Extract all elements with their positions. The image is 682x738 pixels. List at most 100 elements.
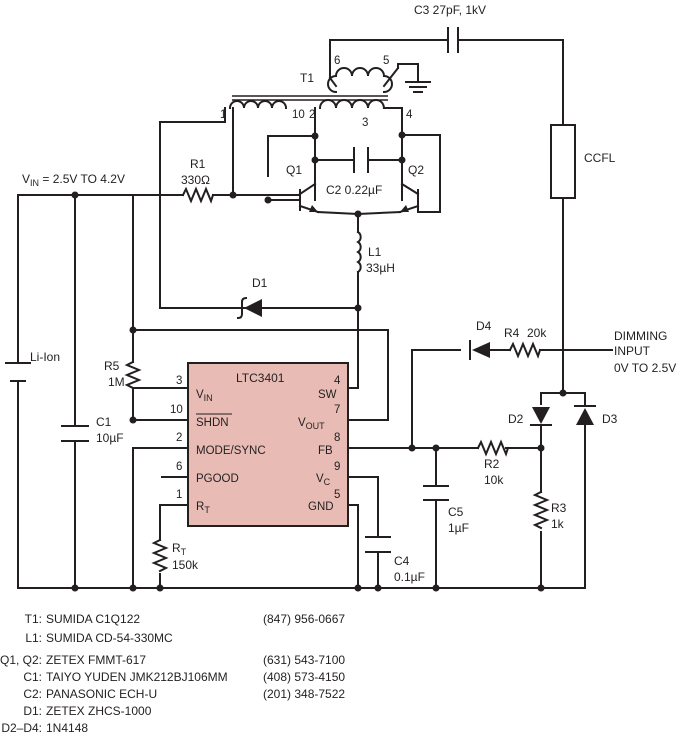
pin-pgood-num: 6 <box>176 461 182 473</box>
part-ref: L1: <box>25 631 42 645</box>
t1-pin-5: 5 <box>383 55 389 67</box>
l1-value: 33µH <box>366 261 395 275</box>
pin-mode-name: MODE/SYNC <box>196 445 266 457</box>
part-ref: Q1, Q2: <box>0 653 43 667</box>
diode-d1-symbol <box>236 296 262 320</box>
c2-label: C2 0.22µF <box>326 183 382 197</box>
pin-fb-name: FB <box>318 445 333 457</box>
pin-vout-name: VOUT <box>298 417 325 431</box>
capacitor-c5-symbol <box>423 485 449 501</box>
part-desc: TAIYO YUDEN JMK212BJ106MM <box>46 670 228 684</box>
r1-value: 330Ω <box>181 173 210 187</box>
pin-shdn-num: 10 <box>170 404 183 416</box>
ic-ltc3401-body <box>187 362 349 527</box>
part-desc: ZETEX FMMT-617 <box>46 653 147 667</box>
wires <box>17 39 613 589</box>
parts-row: D2–D4: 1N4148 <box>0 721 682 738</box>
pin-sw-num: 4 <box>334 375 341 387</box>
battery-symbol <box>5 362 31 382</box>
part-phone: (631) 543-7100 <box>263 653 346 667</box>
t1-pin-6: 6 <box>334 55 340 67</box>
pin-rt-name: RT <box>196 501 210 515</box>
d4-ref: D4 <box>476 319 492 333</box>
pin-vc-name: VC <box>316 473 331 487</box>
dimming-line-3: 0V TO 2.5V <box>614 361 676 375</box>
capacitor-c2-symbol <box>347 147 371 173</box>
parts-row: L1: SUMIDA CD-54-330MC <box>0 631 682 648</box>
parts-row: D1: ZETEX ZHCS-1000 <box>0 704 682 721</box>
r2-ref: R2 <box>484 457 500 471</box>
r5-value: 1M <box>108 375 125 389</box>
c1-value: 10µF <box>96 431 124 445</box>
r3-ref: R3 <box>551 501 567 515</box>
c1-ref: C1 <box>96 415 112 429</box>
t1-ref: T1 <box>300 71 314 85</box>
capacitor-c1-symbol <box>61 425 89 442</box>
c4-value: 0.1µF <box>394 570 425 584</box>
part-desc: SUMIDA CD-54-330MC <box>46 631 173 645</box>
diode-d2-symbol <box>530 407 552 426</box>
pin-vc-num: 9 <box>334 461 340 473</box>
r5-ref: R5 <box>104 359 120 373</box>
pin-vin-name: VIN <box>196 389 213 403</box>
parts-row: Q1, Q2: ZETEX FMMT-617 (631) 543-7100 <box>0 653 682 670</box>
pin-pgood-name: PGOOD <box>196 473 239 485</box>
ccfl-label: CCFL <box>584 151 616 165</box>
capacitor-c3-symbol <box>447 27 459 53</box>
c5-value: 1µF <box>448 521 469 535</box>
junction-dots <box>71 131 567 592</box>
pin-vin-num: 3 <box>176 375 182 387</box>
part-ref: C2: <box>23 687 42 701</box>
part-desc: SUMIDA C1Q122 <box>46 612 141 626</box>
transistor-q2 <box>398 175 420 214</box>
transistor-q1 <box>267 175 320 214</box>
t1-pin-10: 10 <box>292 109 305 121</box>
r2-value: 10k <box>484 473 504 487</box>
d1-ref: D1 <box>252 276 268 290</box>
part-ref: D2–D4: <box>1 721 42 735</box>
part-phone: (201) 348-7522 <box>263 687 346 701</box>
t1-pin-3: 3 <box>362 117 368 129</box>
r1-ref: R1 <box>190 157 206 171</box>
pin-shdn-name: SHDN <box>196 417 229 429</box>
rt-ref: RT <box>172 541 187 557</box>
capacitor-c4-symbol <box>365 536 391 553</box>
part-ref: C1: <box>23 670 42 684</box>
q1-ref: Q1 <box>286 163 302 177</box>
part-ref: T1: <box>24 612 42 626</box>
dimming-line-2: INPUT <box>614 344 651 358</box>
part-desc: ZETEX ZHCS-1000 <box>46 704 152 718</box>
part-desc: 1N4148 <box>46 721 89 735</box>
q2-ref: Q2 <box>408 163 424 177</box>
part-phone: (408) 573-4150 <box>263 670 346 684</box>
c5-ref: C5 <box>448 505 464 519</box>
t1-pin-2: 2 <box>309 109 315 121</box>
l1-ref: L1 <box>368 245 382 259</box>
d2-ref: D2 <box>508 412 524 426</box>
c3-label: C3 27pF, 1kV <box>414 3 486 17</box>
ic-name: LTC3401 <box>236 371 285 385</box>
c4-ref: C4 <box>394 554 410 568</box>
dimming-line-1: DIMMING <box>614 329 667 343</box>
parts-row: T1: SUMIDA C1Q122 (847) 956-0667 <box>0 612 682 629</box>
pin-mode-num: 2 <box>176 432 182 444</box>
parts-row: C1: TAIYO YUDEN JMK212BJ106MM (408) 573-… <box>0 670 682 687</box>
r3-value: 1k <box>551 517 565 531</box>
pin-rt-num: 1 <box>176 489 182 501</box>
part-desc: PANASONIC ECH-U <box>46 687 158 701</box>
r4-value: 20k <box>527 326 547 340</box>
r4-ref: R4 <box>504 326 520 340</box>
part-ref: D1: <box>23 704 42 718</box>
pin-gnd-num: 5 <box>334 489 340 501</box>
parts-row: C2: PANASONIC ECH-U (201) 348-7522 <box>0 687 682 704</box>
part-phone: (847) 956-0667 <box>263 612 346 626</box>
t1-pin-1: 1 <box>220 109 226 121</box>
pin-sw-name: SW <box>318 389 337 401</box>
rt-value: 150k <box>172 558 199 572</box>
pin-vout-num: 7 <box>334 404 340 416</box>
diode-d3-symbol <box>574 405 596 425</box>
d3-ref: D3 <box>602 412 618 426</box>
diode-d4-symbol <box>469 340 490 360</box>
transformer-t1 <box>228 66 403 110</box>
circuit-schematic: Li-Ion C1 10µF VIN = 2.5V TO 4.2V R1 330… <box>5 3 676 592</box>
